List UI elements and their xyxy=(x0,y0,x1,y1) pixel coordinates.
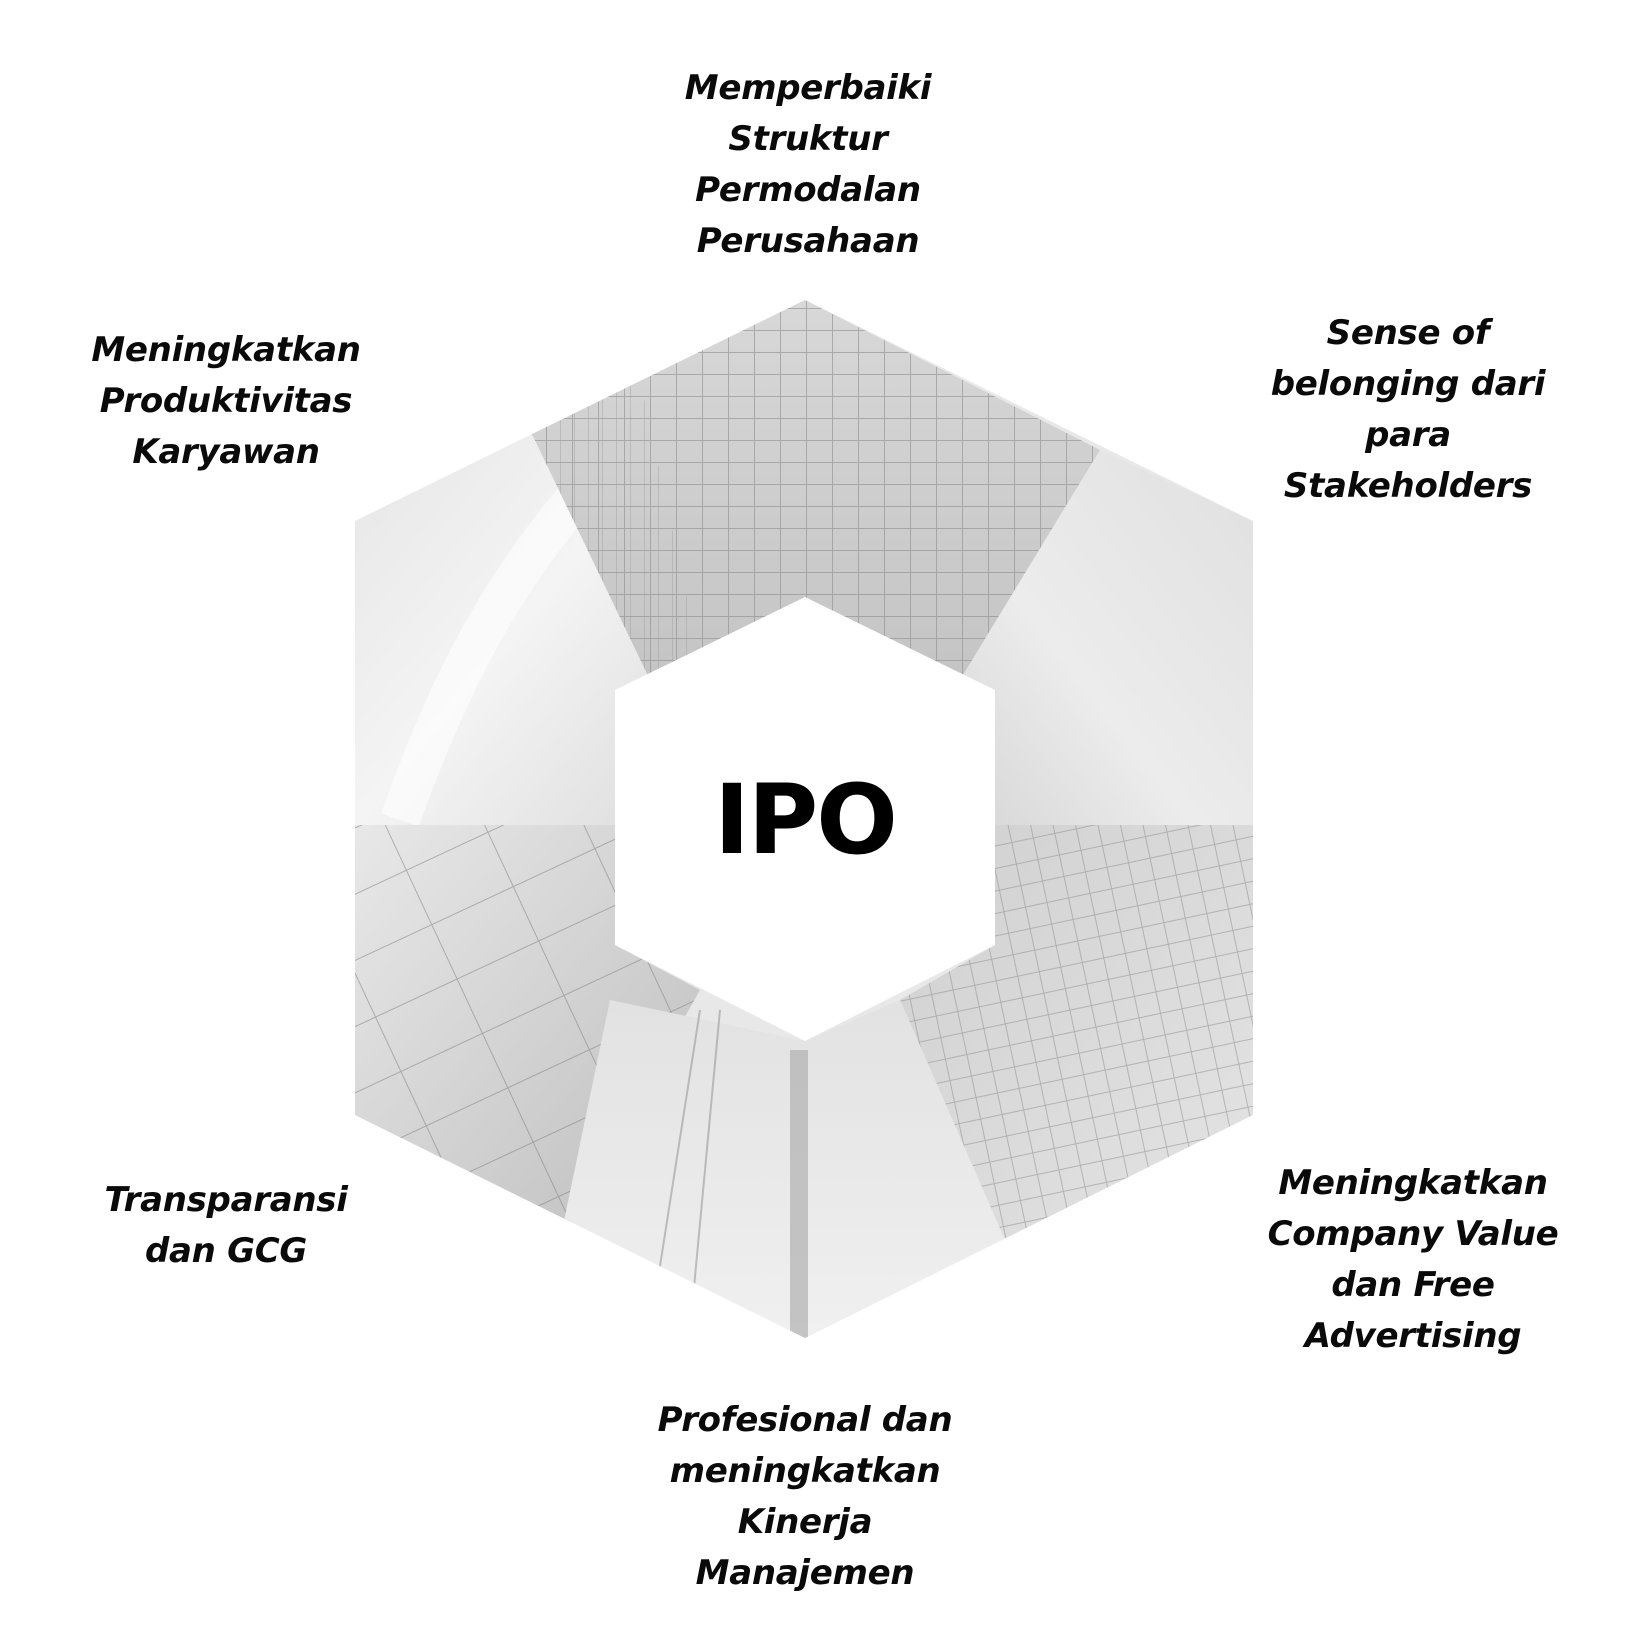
center-label-ipo: IPO xyxy=(714,764,898,876)
benefit-upper-right: Sense of belonging dari para Stakeholder… xyxy=(1271,308,1546,512)
benefit-upper-right-line-1: Sense of xyxy=(1326,313,1490,353)
benefit-upper-left: Meningkatkan Produktivitas Karyawan xyxy=(91,325,361,478)
benefit-top-line-1: Memperbaiki xyxy=(684,68,932,108)
photo-collage xyxy=(355,300,1253,1338)
benefit-upper-right-line-4: Stakeholders xyxy=(1283,466,1533,506)
benefit-bottom-line-2: meningkatkan xyxy=(669,1451,941,1491)
benefit-lower-right-line-3: dan Free xyxy=(1331,1265,1495,1305)
benefit-bottom-line-4: Manajemen xyxy=(695,1553,915,1593)
benefit-upper-left-line-2: Produktivitas xyxy=(99,381,353,421)
benefit-lower-left-line-1: Transparansi xyxy=(104,1180,348,1220)
benefit-bottom-line-1: Profesional dan xyxy=(657,1400,953,1440)
benefit-top-line-3: Permodalan xyxy=(695,170,921,210)
benefit-lower-right-line-1: Meningkatkan xyxy=(1278,1163,1548,1203)
benefit-top: Memperbaiki Struktur Permodalan Perusaha… xyxy=(684,63,932,267)
benefit-upper-left-line-3: Karyawan xyxy=(132,432,320,472)
benefit-lower-right-line-4: Advertising xyxy=(1304,1316,1522,1356)
benefit-lower-left-line-2: dan GCG xyxy=(144,1231,307,1271)
benefit-top-line-2: Struktur xyxy=(728,119,888,159)
benefit-upper-right-line-2: belonging dari xyxy=(1270,364,1546,404)
benefit-upper-left-line-1: Meningkatkan xyxy=(91,330,361,370)
benefit-bottom-line-3: Kinerja xyxy=(737,1502,873,1542)
benefit-top-line-4: Perusahaan xyxy=(696,221,920,261)
benefit-lower-right: Meningkatkan Company Value dan Free Adve… xyxy=(1268,1158,1559,1362)
benefit-upper-right-line-3: para xyxy=(1365,415,1451,455)
benefit-lower-right-line-2: Company Value xyxy=(1267,1214,1559,1254)
benefit-lower-left: Transparansi dan GCG xyxy=(104,1175,347,1277)
center-hexagon xyxy=(615,597,995,1041)
benefit-bottom: Profesional dan meningkatkan Kinerja Man… xyxy=(658,1395,953,1599)
